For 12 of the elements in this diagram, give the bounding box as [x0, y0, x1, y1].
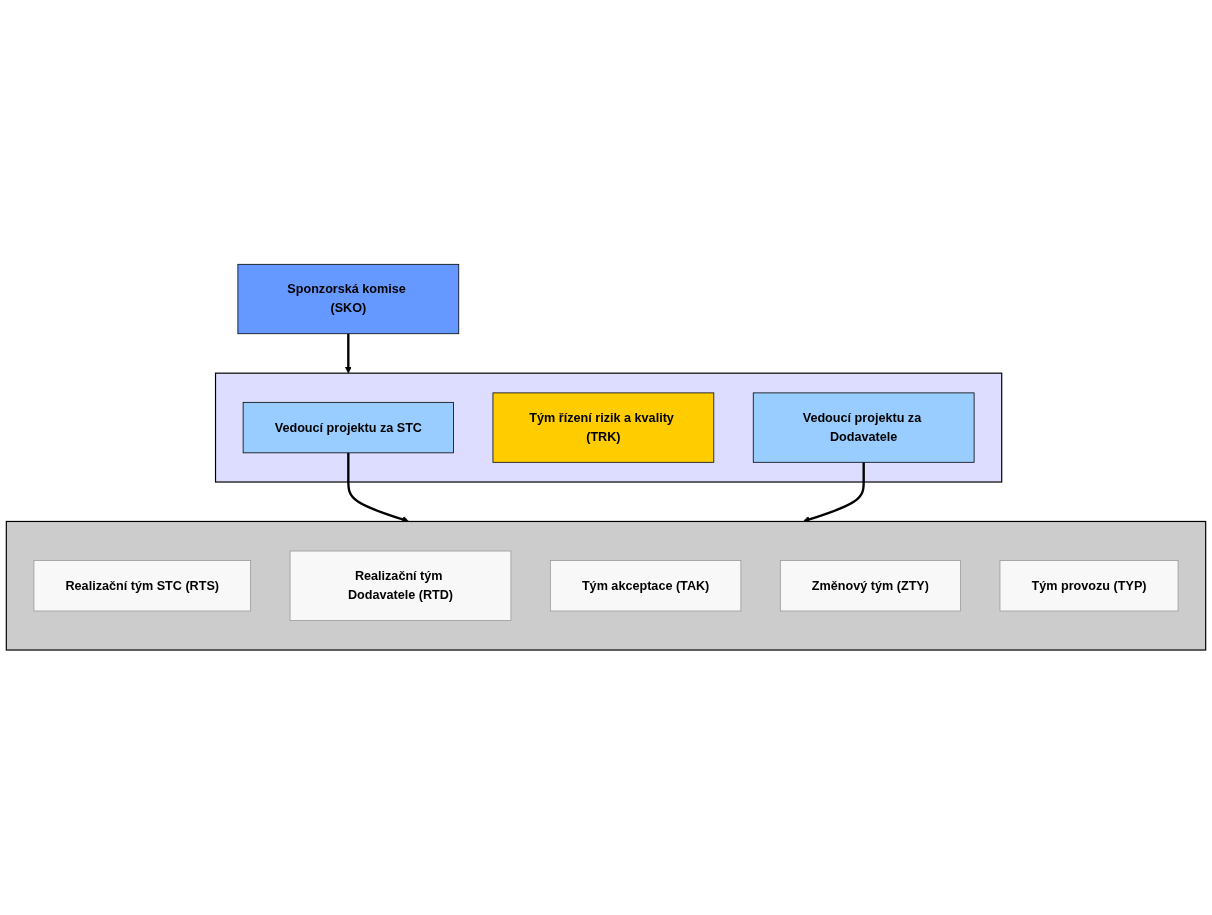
node-box: Vedoucí projektu za STC — [242, 402, 454, 454]
cluster — [214, 372, 1003, 483]
node-box: Realizační tým STC (RTS) — [33, 560, 251, 612]
node-box: Vedoucí projektu za Dodavatele — [752, 392, 975, 464]
node-box: Sponzorská komise (SKO) — [237, 264, 460, 335]
node-box: Změnový tým (ZTY) — [779, 560, 961, 612]
node-box: Tým akceptace (TAK) — [549, 560, 742, 612]
node-box: Tým provozu (TYP) — [999, 560, 1179, 612]
node-box: Realizační tým Dodavatele (RTD) — [289, 550, 512, 622]
arrow — [344, 334, 352, 374]
cluster — [5, 521, 1207, 651]
node-box: Tým řízení rizik a kvality (TRK) — [492, 392, 715, 464]
